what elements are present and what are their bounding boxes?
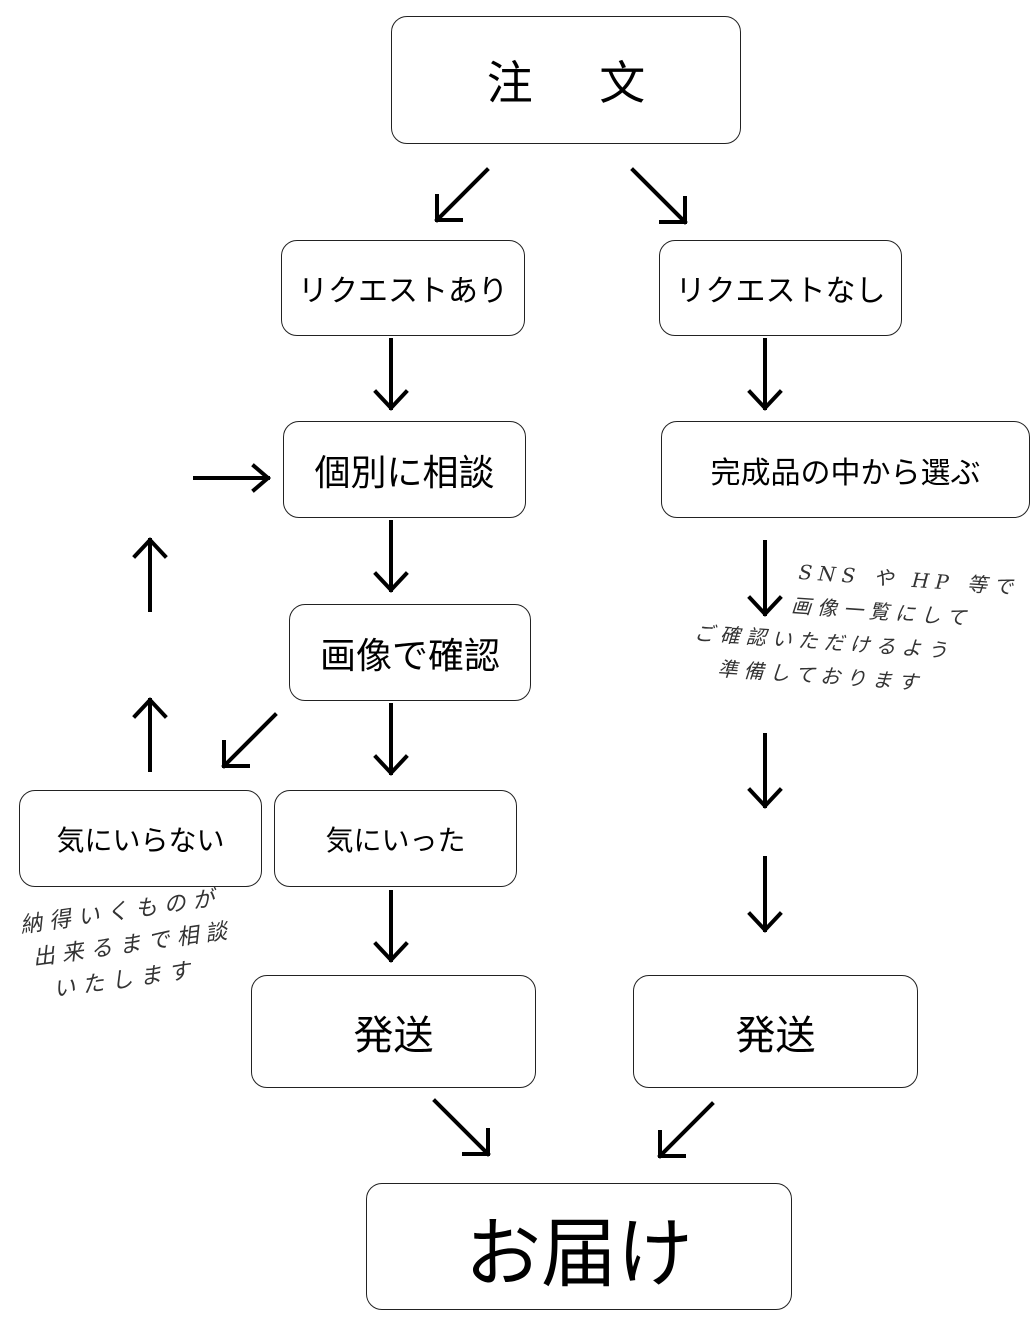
delivery-box: お届け [366, 1183, 792, 1310]
arrow-ship-right-to-delivery [657, 1101, 715, 1159]
confirm-image-box: 画像で確認 [289, 604, 531, 701]
arrow-request-yes-to-consult [373, 338, 409, 411]
arrow-choose-down-2 [747, 733, 783, 809]
arrow-choose-down-1 [747, 540, 783, 617]
arrow-not-liked-up-2 [132, 537, 168, 612]
arrow-confirm-to-liked [373, 703, 409, 776]
arrow-order-to-request-no [630, 167, 688, 225]
choose-finished-label: 完成品の中から選ぶ [710, 455, 981, 491]
arrow-request-no-to-choose [747, 338, 783, 411]
not-liked-label: 気にいらない [56, 823, 225, 857]
arrow-order-to-request-yes [434, 167, 490, 223]
ship-left-label: 発送 [353, 1012, 434, 1059]
confirm-image-label: 画像で確認 [319, 635, 500, 677]
order-box: 注 文 [391, 16, 741, 144]
arrow-ship-left-to-delivery [432, 1098, 491, 1157]
arrow-back-to-consult [193, 463, 272, 493]
arrow-confirm-to-not-liked [221, 712, 278, 769]
arrow-not-liked-up-1 [132, 697, 168, 772]
request-yes-label: リクエストあり [298, 274, 508, 309]
ship-right-box: 発送 [633, 975, 918, 1088]
order-label: 注 文 [486, 56, 672, 110]
arrow-choose-down-3 [747, 856, 783, 933]
request-yes-box: リクエストあり [281, 240, 525, 336]
liked-box: 気にいった [274, 790, 517, 887]
ship-right-label: 発送 [735, 1012, 816, 1059]
request-no-box: リクエストなし [659, 240, 902, 336]
arrow-consult-to-confirm [373, 520, 409, 593]
choose-finished-box: 完成品の中から選ぶ [661, 421, 1030, 518]
arrow-liked-to-ship [373, 890, 409, 963]
ship-left-box: 発送 [251, 975, 536, 1088]
liked-label: 気にいった [325, 823, 466, 857]
not-liked-box: 気にいらない [19, 790, 262, 887]
delivery-label: お届け [465, 1208, 693, 1298]
consult-label: 個別に相談 [314, 452, 495, 494]
request-no-label: リクエストなし [675, 274, 886, 309]
consult-box: 個別に相談 [283, 421, 526, 518]
